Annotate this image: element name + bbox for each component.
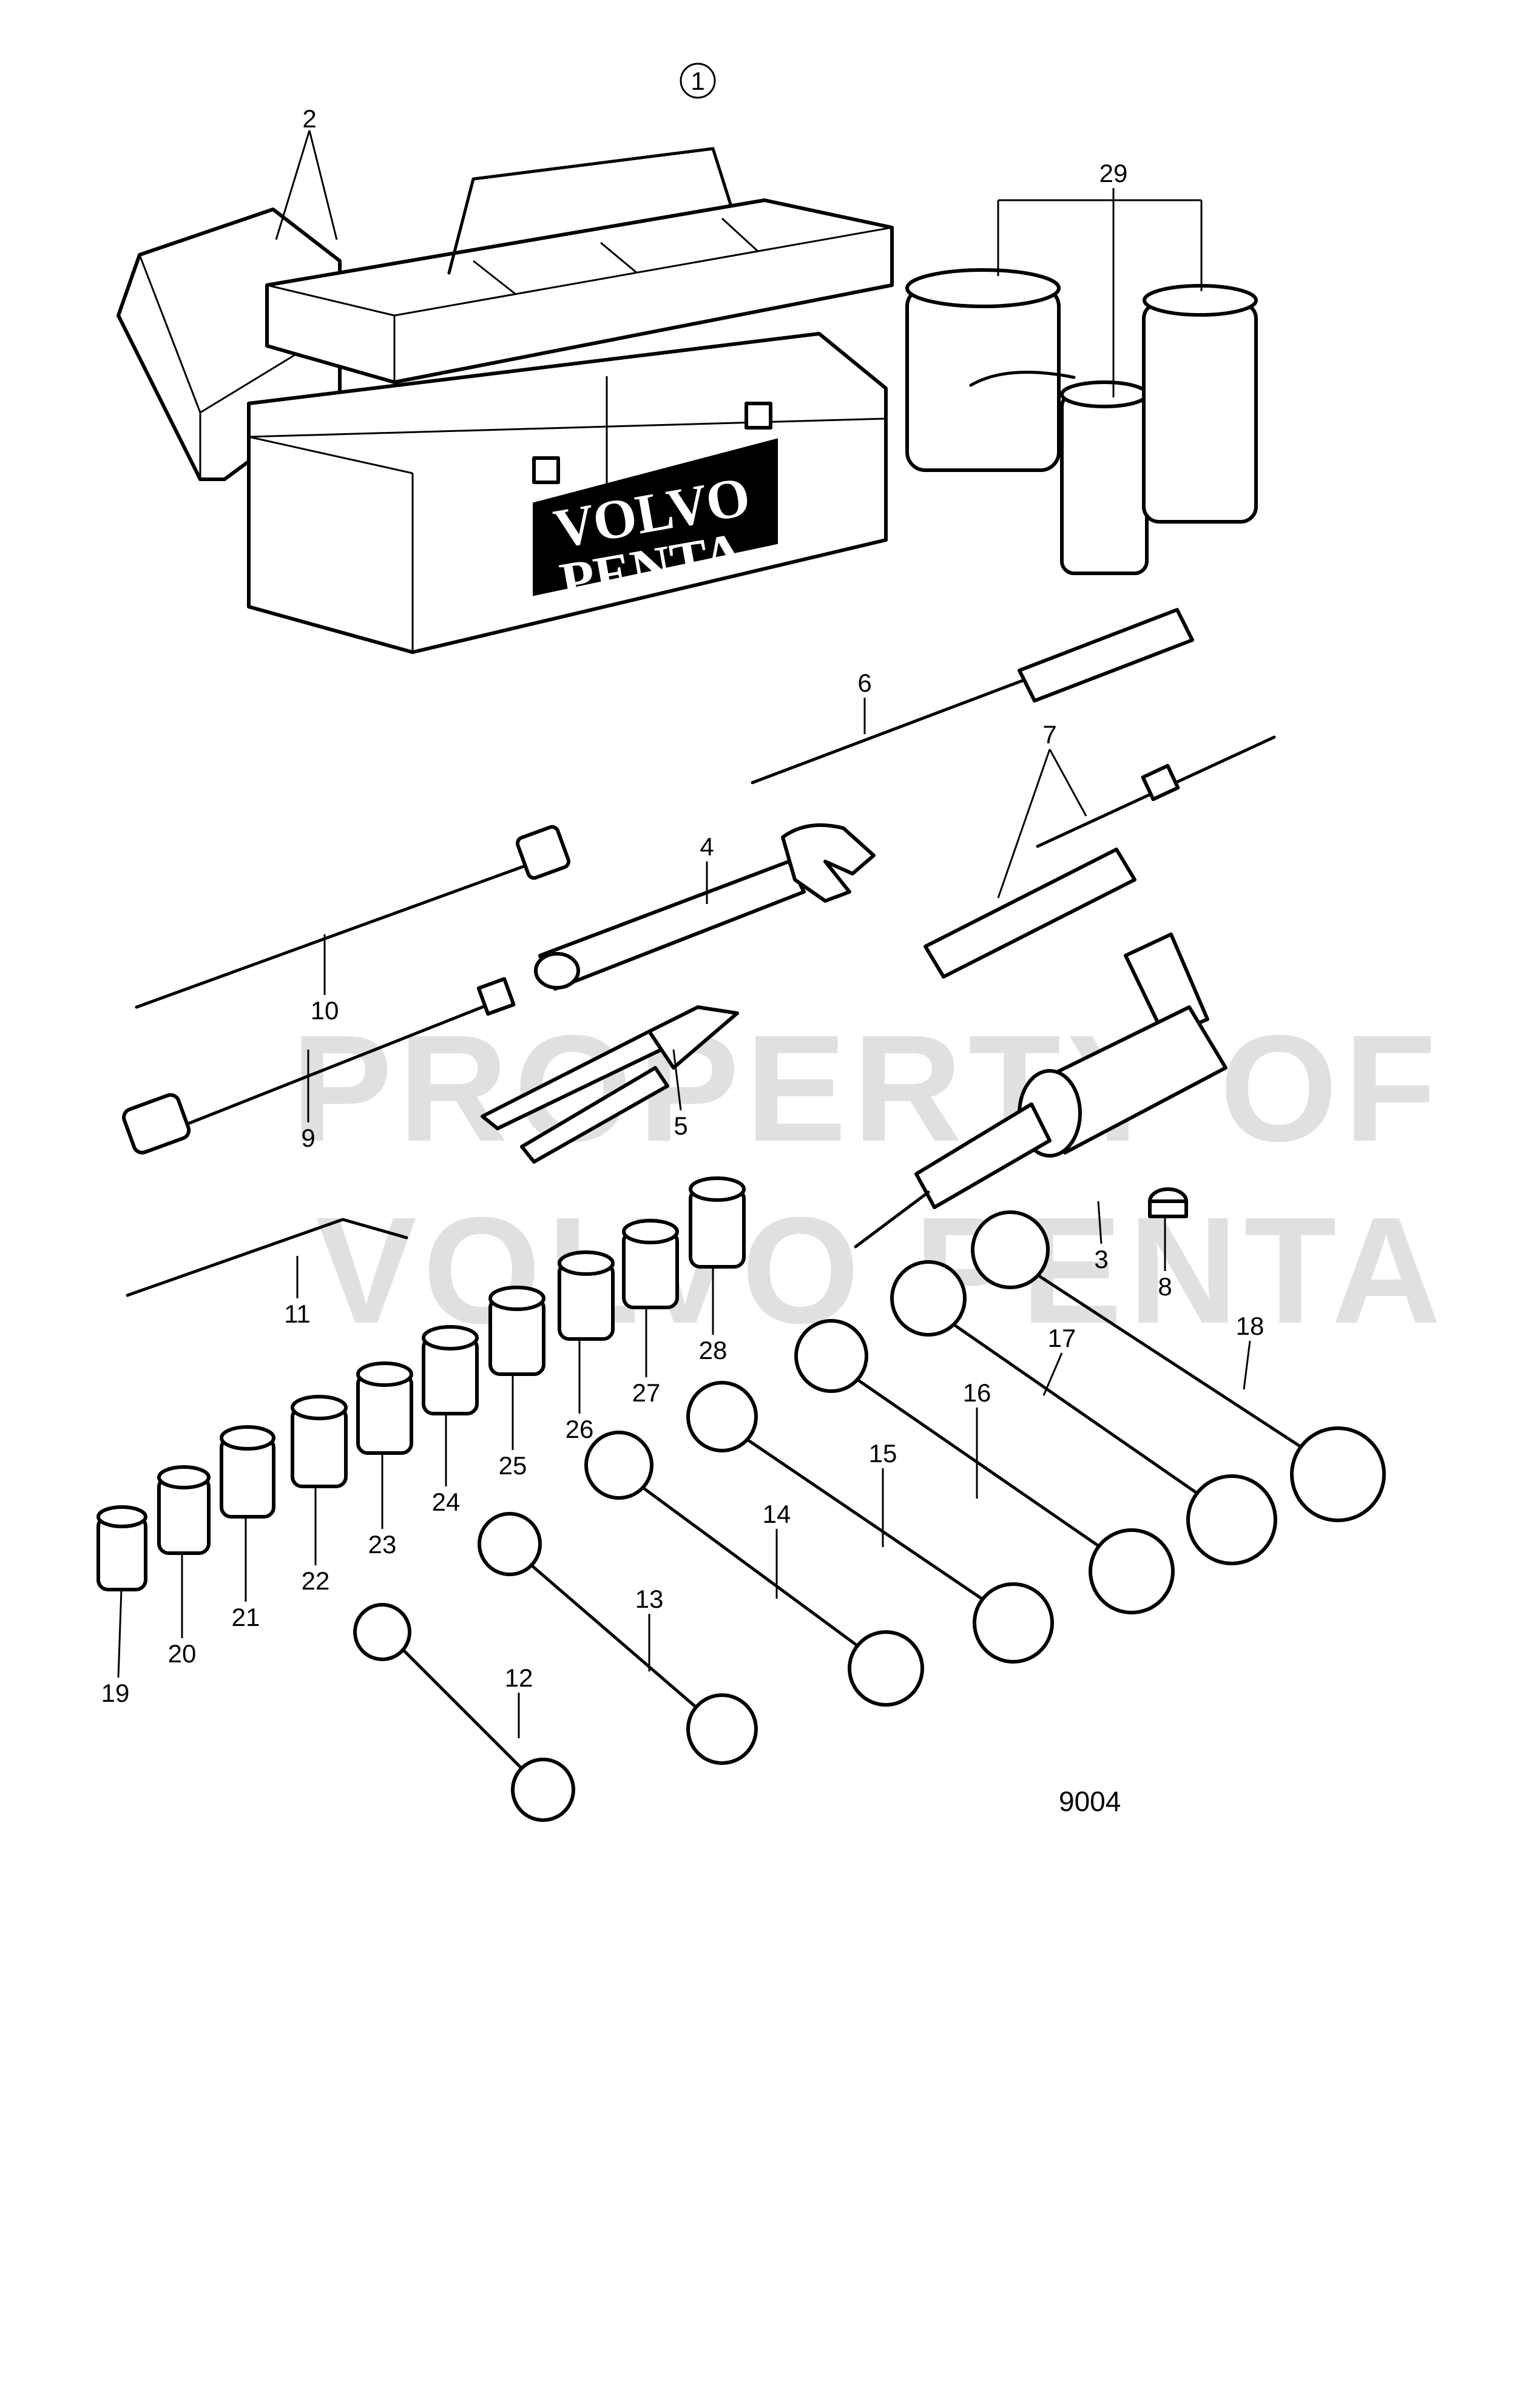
callout-9: 9 — [301, 1124, 315, 1152]
screwdriver — [751, 608, 1194, 784]
callout-5: 5 — [674, 1111, 687, 1140]
callout-12: 12 — [505, 1664, 533, 1692]
callout-13: 13 — [635, 1585, 664, 1613]
callout-17: 17 — [1048, 1324, 1076, 1352]
wrench-16 — [794, 1319, 1175, 1614]
callout-14: 14 — [763, 1500, 791, 1528]
callout-20: 20 — [168, 1639, 197, 1668]
socket-25 — [488, 1286, 545, 1376]
callout-10: 10 — [311, 996, 339, 1025]
wrench-13 — [478, 1512, 758, 1765]
socket-28 — [689, 1176, 746, 1269]
volvo-penta-logo: VOLVO PENTA — [550, 465, 755, 613]
wrench-15 — [686, 1381, 1054, 1664]
callout-2: 2 — [302, 104, 316, 133]
callout-15: 15 — [869, 1439, 897, 1468]
callout-16: 16 — [963, 1378, 991, 1407]
small-cap — [1148, 1187, 1188, 1218]
wrench-12 — [353, 1603, 575, 1822]
watermark: PROPERTY OF VOLVO PENTA — [291, 1003, 1447, 1355]
wrench-14 — [584, 1431, 924, 1707]
t-handle — [122, 977, 516, 1155]
socket-23 — [356, 1361, 413, 1455]
callout-18: 18 — [1236, 1312, 1265, 1340]
callout-8: 8 — [1158, 1272, 1172, 1301]
slide-hammer — [854, 933, 1228, 1249]
callout-24: 24 — [432, 1488, 461, 1516]
callout-23: 23 — [368, 1530, 397, 1559]
drawing-number: 9004 — [1059, 1786, 1121, 1817]
callout-28: 28 — [699, 1336, 728, 1364]
callout-19: 19 — [101, 1679, 130, 1707]
adjustable-wrench — [534, 823, 876, 991]
callout-27: 27 — [632, 1378, 661, 1407]
callout-22: 22 — [302, 1567, 330, 1595]
callout-29: 29 — [1099, 159, 1128, 187]
watermark-line-2: VOLVO PENTA — [316, 1185, 1447, 1355]
socket-26 — [558, 1250, 615, 1341]
socket-24 — [422, 1325, 479, 1415]
callout-labels: 2 29 6 7 4 10 9 5 3 8 11 12 13 14 15 16 … — [101, 104, 1265, 1707]
screwdriver-bit-and-handle — [924, 735, 1276, 979]
wrench-17 — [890, 1260, 1277, 1565]
callout-3: 3 — [1094, 1245, 1108, 1273]
callout-11: 11 — [284, 1300, 311, 1328]
sockets — [96, 1176, 746, 1591]
callout-4: 4 — [700, 832, 714, 861]
socket-21 — [220, 1425, 275, 1519]
pliers — [481, 1005, 739, 1164]
tool-box — [117, 147, 894, 654]
extension-bar — [135, 825, 571, 1009]
socket-20 — [157, 1465, 211, 1555]
callout-6: 6 — [857, 669, 871, 697]
watermark-line-1: PROPERTY OF — [291, 1003, 1442, 1173]
assembly-number: 1 — [680, 62, 716, 99]
wrench-18 — [971, 1210, 1386, 1522]
socket-27 — [622, 1219, 679, 1309]
callout-21: 21 — [232, 1603, 260, 1631]
assembly-number-label: 1 — [691, 67, 704, 95]
leader-lines — [117, 130, 1251, 1738]
socket-22 — [291, 1395, 348, 1488]
hex-key — [126, 1218, 408, 1297]
lubricant-cans — [905, 268, 1258, 575]
open-end-wrenches — [353, 1210, 1386, 1822]
callout-25: 25 — [499, 1451, 527, 1480]
callout-26: 26 — [566, 1415, 594, 1443]
callout-7: 7 — [1042, 720, 1056, 749]
socket-19 — [96, 1505, 147, 1591]
